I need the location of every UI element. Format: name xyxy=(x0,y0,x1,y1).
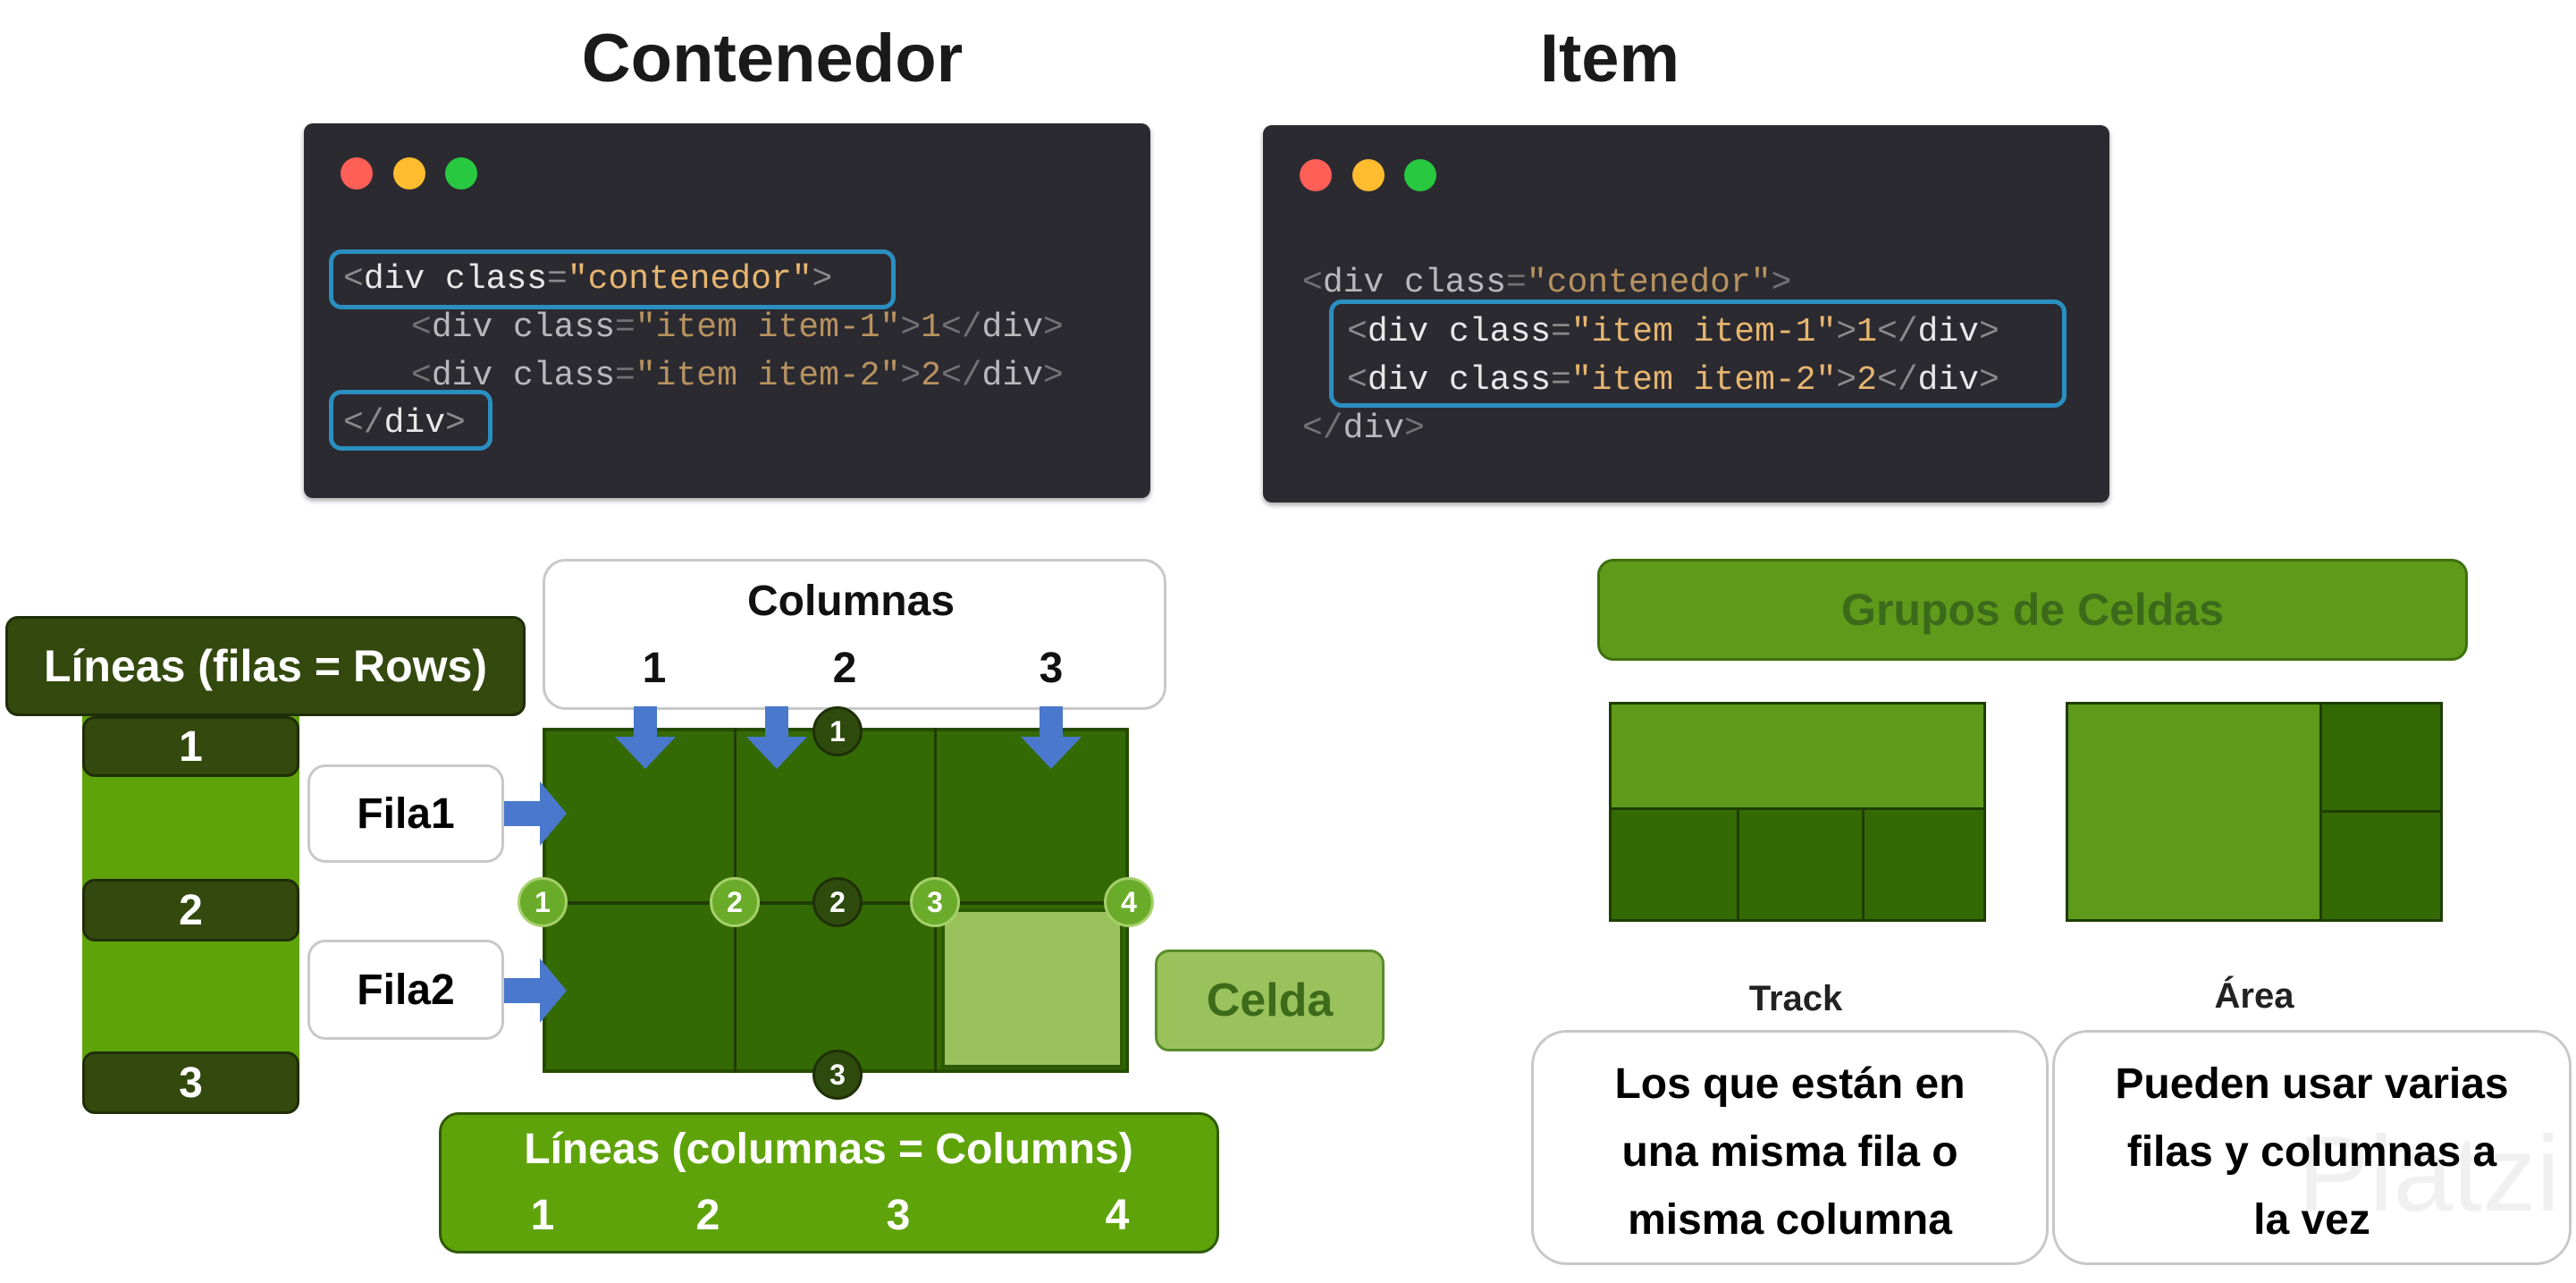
row-label-1: Fila1 xyxy=(307,764,504,863)
area-description: Platzi Pueden usar varias filas y column… xyxy=(2052,1030,2572,1265)
column-number: 2 xyxy=(832,645,857,692)
columns-label: Columnas xyxy=(746,578,955,625)
code-line-2: <div class="item item-1">1</div> xyxy=(1347,313,1999,351)
maximize-dot-icon xyxy=(1404,159,1436,191)
highlighted-cell xyxy=(941,908,1124,1068)
minimize-dot-icon xyxy=(393,157,425,190)
arrow-right-icon xyxy=(504,978,542,1003)
arrow-right-icon xyxy=(540,958,567,1023)
arrow-down-icon xyxy=(746,737,807,769)
code-line-3: <div class="item item-2">2</div> xyxy=(411,357,1064,395)
item-title: Item xyxy=(1539,21,1680,97)
column-line-number: 1 xyxy=(530,1192,555,1239)
description-line: misma columna xyxy=(1628,1196,1952,1244)
row-line-number: 1 xyxy=(82,716,299,777)
column-number: 3 xyxy=(1039,645,1064,692)
arrow-down-icon xyxy=(1021,737,1082,769)
line-marker-top: 1 xyxy=(812,706,863,756)
row-line-number: 3 xyxy=(82,1051,299,1114)
line-marker: 4 xyxy=(1104,877,1154,927)
row-line-number: 2 xyxy=(82,879,299,941)
area-label: Área xyxy=(2214,976,2294,1016)
description-line: filas y columnas a xyxy=(2126,1128,2497,1176)
code-line-4: </div> xyxy=(1302,409,1425,448)
close-dot-icon xyxy=(1300,159,1332,191)
items-highlight xyxy=(1329,300,2067,408)
close-dot-icon xyxy=(341,157,373,190)
cell-groups-title: Grupos de Celdas xyxy=(1597,559,2468,661)
column-number: 1 xyxy=(642,645,667,692)
grid-line xyxy=(1737,810,1739,919)
column-line-number: 3 xyxy=(886,1192,911,1239)
description-line: una misma fila o xyxy=(1621,1128,1958,1176)
track-description: Los que están en una misma fila o misma … xyxy=(1531,1030,2049,1265)
line-marker: 2 xyxy=(812,877,863,927)
arrow-down-icon xyxy=(615,737,676,769)
code-line-4: </div> xyxy=(343,404,466,443)
row-label-2: Fila2 xyxy=(307,940,504,1040)
container-title: Contenedor xyxy=(581,21,964,97)
maximize-dot-icon xyxy=(445,157,477,190)
track-diagram xyxy=(1609,702,1986,922)
track-label: Track xyxy=(1748,979,1843,1018)
code-line-1: <div class="contenedor"> xyxy=(343,260,833,299)
track-row xyxy=(1612,705,1983,810)
column-line-number: 4 xyxy=(1105,1192,1130,1239)
description-line: Los que están en xyxy=(1614,1060,1966,1108)
line-marker-bottom: 3 xyxy=(812,1050,863,1100)
column-line-number: 2 xyxy=(695,1192,720,1239)
code-line-2: <div class="item item-1">1</div> xyxy=(411,308,1064,347)
columns-label-box xyxy=(543,559,1166,710)
arrow-right-icon xyxy=(504,801,542,826)
code-window-container: <div class="contenedor"> <div class="ite… xyxy=(304,123,1150,498)
area-region xyxy=(2068,705,2322,919)
arrow-down-icon xyxy=(634,706,657,739)
arrow-down-icon xyxy=(765,706,788,739)
code-line-3: <div class="item item-2">2</div> xyxy=(1347,361,1999,400)
arrow-right-icon xyxy=(540,781,567,846)
container-close-highlight xyxy=(329,390,492,451)
area-diagram xyxy=(2066,702,2443,922)
minimize-dot-icon xyxy=(1352,159,1385,191)
column-lines-label: Líneas (columnas = Columns) xyxy=(524,1126,1133,1173)
grid-line xyxy=(1862,810,1865,919)
line-marker: 3 xyxy=(910,877,960,927)
description-line: la vez xyxy=(2253,1196,2370,1244)
column-lines-box xyxy=(439,1112,1219,1253)
description-line: Pueden usar varias xyxy=(2115,1060,2509,1108)
line-marker: 2 xyxy=(710,877,760,927)
line-marker: 1 xyxy=(518,877,568,927)
arrow-down-icon xyxy=(1040,706,1063,739)
code-window-item: <div class="contenedor"> <div class="ite… xyxy=(1263,125,2109,502)
rows-lines-label: Líneas (filas = Rows) xyxy=(5,616,526,716)
code-line-1: <div class="contenedor"> xyxy=(1302,264,1792,302)
container-open-highlight xyxy=(329,249,896,309)
grid-line xyxy=(2322,810,2440,813)
cell-label: Celda xyxy=(1155,950,1385,1051)
